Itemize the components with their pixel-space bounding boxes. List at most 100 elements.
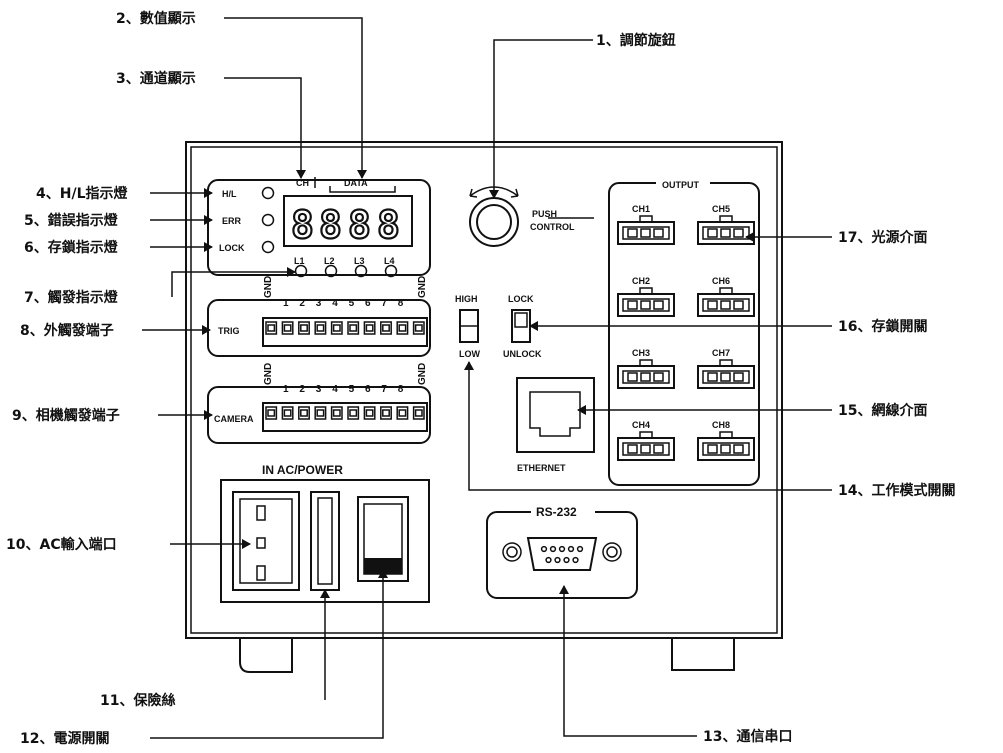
camera-pin-number: 8 (398, 384, 404, 395)
camera-pin-number: 2 (299, 384, 305, 395)
callout-11-fuse: 11、保險絲 (100, 692, 175, 709)
control-knob: PUSH CONTROL (469, 186, 594, 247)
callout-1-knob: 1、調節旋鈕 (596, 32, 676, 49)
db9-pin (540, 545, 548, 553)
channel-connector-ch7: CH7 (697, 348, 755, 389)
trig-terminal-screw (316, 324, 325, 332)
svg-text:8: 8 (319, 203, 342, 247)
camera-terminal-cell (265, 406, 278, 420)
channel-connector-ch8: CH8 (697, 420, 755, 461)
ethernet-port: ETHERNET (516, 377, 595, 473)
err-indicator-led (261, 213, 275, 227)
channel-label: CH7 (712, 348, 730, 358)
camera-label: CAMERA (214, 414, 254, 424)
channel-connector-ch4: CH4 (617, 420, 675, 461)
ac-power-label: IN AC/POWER (262, 463, 343, 477)
leader-lines (142, 17, 832, 739)
camera-terminal-screw (300, 409, 308, 417)
svg-text:8: 8 (377, 203, 400, 247)
trig-terminal-screw (365, 324, 374, 332)
camera-terminal-screw (382, 409, 390, 417)
trig-terminal-cell (281, 321, 294, 335)
lock-indicator-led (261, 240, 275, 254)
trig-terminal-cell (396, 321, 409, 335)
err-label: ERR (222, 216, 242, 226)
ethernet-label: ETHERNET (517, 463, 566, 473)
db9-pin (572, 556, 579, 564)
trig-pin-number: 1 (283, 298, 289, 309)
camera-terminal-cell (363, 406, 376, 420)
camera-gnd-left: GND (263, 363, 274, 385)
channel-label: CH6 (712, 276, 730, 286)
trig-pin-number: 8 (398, 298, 404, 309)
l1-led (294, 264, 308, 278)
trig-pin-number: 2 (299, 298, 305, 309)
trig-terminal-screw (283, 324, 292, 332)
channel-label: CH3 (632, 348, 650, 358)
trig-terminal-cell (265, 321, 278, 335)
db9-pin (545, 556, 552, 564)
hl-label: H/L (222, 189, 237, 199)
camera-pin-number: 3 (316, 384, 322, 395)
callout-labels: 1、調節旋鈕 2、數值顯示 3、通道顯示 4、H/L指示燈 5、錯誤指示燈 6、… (6, 10, 955, 747)
trig-terminal-screw (332, 324, 341, 332)
db9-pin (558, 545, 566, 553)
db9-pin (576, 545, 584, 553)
channel-label: CH8 (712, 420, 730, 430)
callout-3-channel-display: 3、通道顯示 (116, 70, 196, 87)
mode-switch: HIGH LOW (455, 294, 480, 359)
trig-terminal-screw (398, 324, 407, 332)
callout-5-error-indicator: 5、錯誤指示燈 (24, 212, 119, 229)
display-section: CH DATA H/L ERR LOCK 8 8 8 8 L1 L2 L3 L4 (207, 177, 431, 278)
trig-pin-number: 5 (349, 298, 355, 309)
ac-inlet (232, 491, 300, 591)
trig-terminal-cell (380, 321, 392, 335)
trig-terminal-cell (347, 321, 360, 335)
camera-pin-number: 4 (332, 384, 338, 395)
callout-12-power-switch: 12、電源開關 (20, 730, 109, 747)
low-label: LOW (459, 349, 480, 359)
trig-pin-number: 7 (381, 298, 387, 309)
l1-label: L1 (294, 256, 305, 266)
seven-segment-display (283, 195, 413, 247)
unlock-label: UNLOCK (503, 349, 542, 359)
camera-terminal-cell (380, 406, 392, 420)
trig-gnd-left: GND (263, 276, 274, 298)
ch-label: CH (296, 178, 309, 188)
lock-indicator-label: LOCK (219, 243, 245, 253)
svg-text:8: 8 (348, 203, 371, 247)
l2-label: L2 (324, 256, 335, 266)
trig-gnd-right: GND (417, 276, 428, 298)
trig-terminal-screw (267, 324, 276, 332)
callout-15-ethernet: 15、網線介面 (838, 402, 927, 419)
channel-connector-ch1: CH1 (617, 204, 675, 245)
segment-digits: 8 8 8 8 (290, 202, 401, 248)
rs232-label: RS-232 (536, 505, 577, 519)
camera-terminal-screw (332, 409, 341, 417)
db9-pin (554, 556, 561, 564)
push-label: PUSH (532, 209, 557, 219)
callout-16-lock-switch: 16、存鎖開關 (838, 318, 927, 335)
callout-7-trigger-indicator: 7、觸發指示燈 (24, 289, 119, 306)
trig-pin-number: 4 (332, 298, 338, 309)
ac-power-section: IN AC/POWER (220, 463, 430, 603)
camera-terminal-screw (414, 409, 423, 417)
db9-pin (567, 545, 575, 553)
output-label: OUTPUT (662, 180, 700, 190)
camera-terminal-screw (349, 409, 358, 417)
l3-label: L3 (354, 256, 365, 266)
camera-terminal-screw (283, 409, 292, 417)
control-label: CONTROL (530, 222, 575, 232)
fuse-holder (310, 491, 340, 591)
callout-17-light-output: 17、光源介面 (838, 229, 927, 246)
trig-terminal-screw (382, 324, 390, 332)
camera-pin-number: 1 (283, 384, 289, 395)
trig-terminal-cell (330, 321, 343, 335)
channel-connector-ch3: CH3 (617, 348, 675, 389)
trig-pin-number: 6 (365, 298, 371, 309)
l3-led (354, 264, 368, 278)
camera-terminal-screw (365, 409, 374, 417)
channel-connector-ch5: CH5 (697, 204, 755, 245)
trig-terminal-cell (298, 321, 310, 335)
